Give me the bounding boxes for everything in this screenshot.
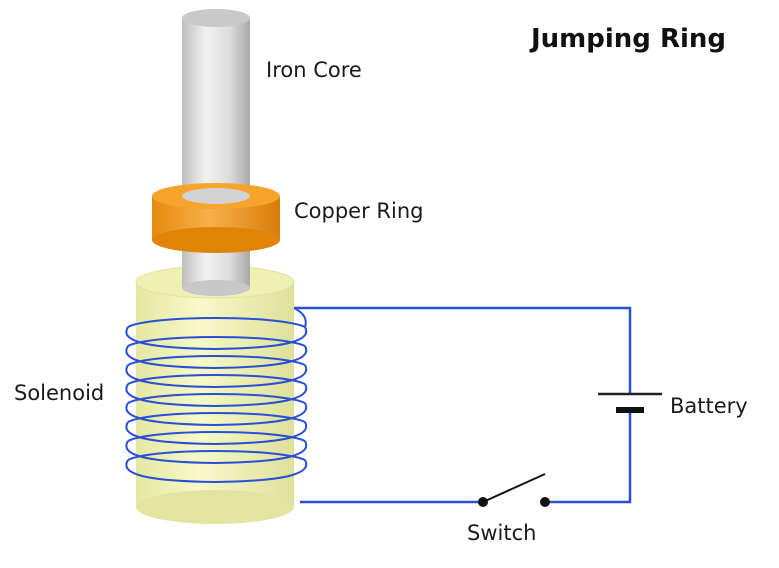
switch-symbol (478, 473, 550, 507)
solenoid-label: Solenoid (14, 381, 105, 405)
diagram-title: Jumping Ring (531, 24, 727, 54)
coil-windings (125, 307, 308, 484)
copper-ring-label: Copper Ring (294, 199, 424, 223)
iron-core-label: Iron Core (266, 58, 362, 82)
battery-symbol (598, 392, 662, 413)
copper-ring (152, 183, 280, 253)
switch-label: Switch (467, 521, 537, 545)
circuit-wire (294, 306, 632, 504)
battery-label: Battery (670, 394, 748, 418)
